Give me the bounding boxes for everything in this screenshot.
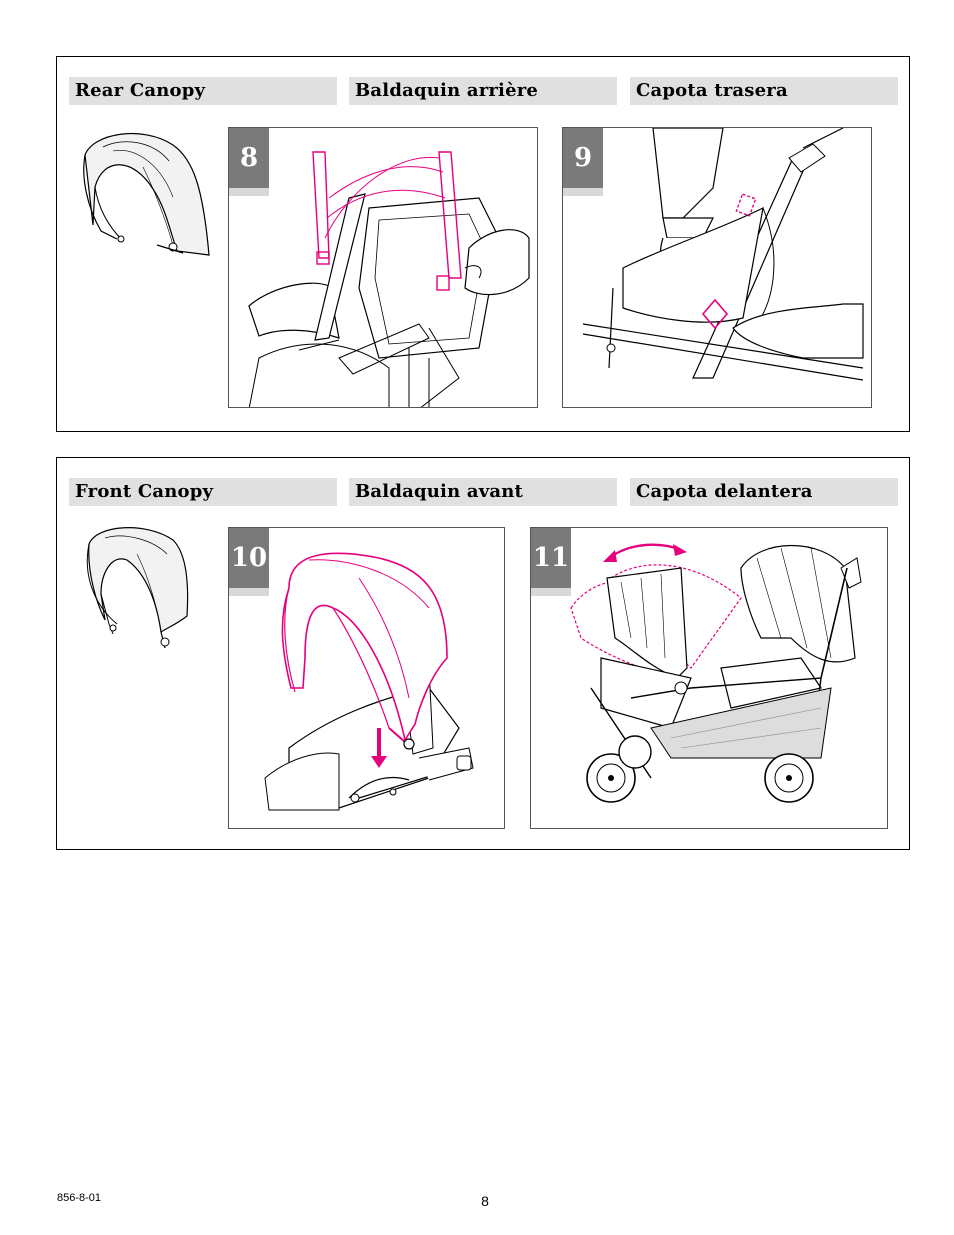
step-9-panel: 9 <box>562 127 872 408</box>
step-10-illustration <box>264 552 474 811</box>
page-number: 8 <box>481 1193 489 1209</box>
document-code: 856-8-01 <box>57 1192 102 1204</box>
step-11-badge: 11 <box>531 528 571 596</box>
rear-canopy-thumbnail <box>73 127 213 267</box>
heading-front-canopy-en: Front Canopy <box>69 478 337 506</box>
step-9-illustration <box>582 128 864 381</box>
front-canopy-section: Front Canopy Baldaquin avant Capota dela… <box>56 457 910 850</box>
step-10-badge: 10 <box>229 528 269 596</box>
step-8-panel: 8 <box>228 127 538 408</box>
front-canopy-drawing <box>86 527 189 649</box>
step-11-illustration <box>570 543 862 803</box>
step-11-panel: 11 <box>530 527 888 829</box>
rear-canopy-drawing <box>83 133 210 256</box>
heading-rear-canopy-en: Rear Canopy <box>69 77 337 105</box>
heading-front-canopy-fr: Baldaquin avant <box>349 478 617 506</box>
step-8-badge: 8 <box>229 128 269 196</box>
heading-rear-canopy-fr: Baldaquin arrière <box>349 77 617 105</box>
step-8-illustration <box>248 151 530 407</box>
front-canopy-thumbnail <box>77 524 197 664</box>
heading-front-canopy-es: Capota delantera <box>630 478 898 506</box>
step-9-badge: 9 <box>563 128 603 196</box>
rear-canopy-section: Rear Canopy Baldaquin arrière Capota tra… <box>56 56 910 432</box>
heading-rear-canopy-es: Capota trasera <box>630 77 898 105</box>
step-10-panel: 10 <box>228 527 505 829</box>
